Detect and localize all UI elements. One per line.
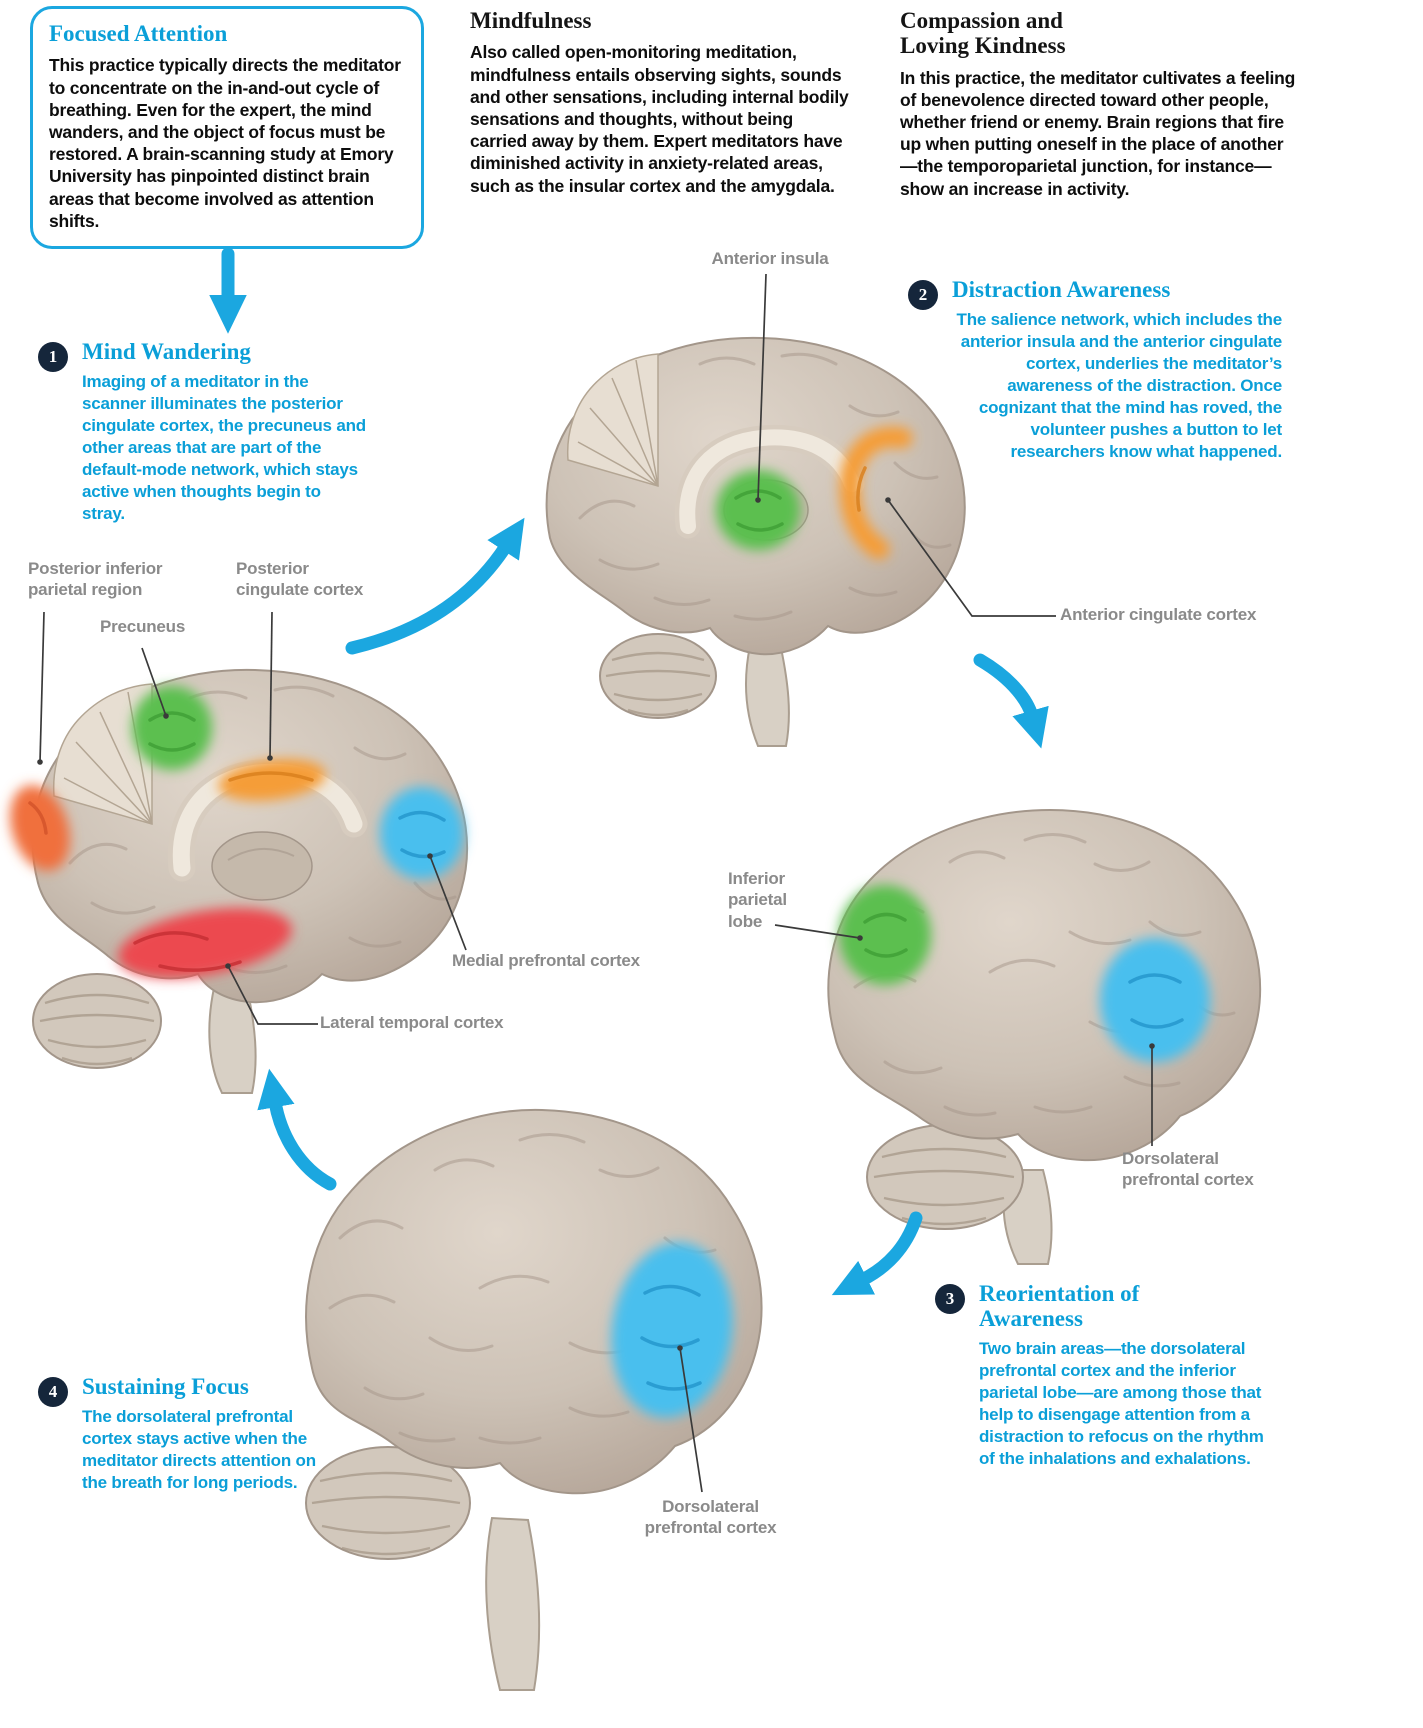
step-3-number-badge: 3 xyxy=(935,1284,965,1314)
region-dorsolateral-prefrontal-cortex xyxy=(1100,938,1210,1062)
cerebellum xyxy=(866,1124,1024,1230)
cerebellum xyxy=(305,1446,471,1560)
step-1-title: Mind Wandering xyxy=(82,339,251,364)
label-precuneus: Precuneus xyxy=(100,617,186,636)
step-4-body: The dorsolateral prefrontal cortex stays… xyxy=(82,1406,316,1493)
step-2-number-badge: 2 xyxy=(908,280,938,310)
mindfulness-title: Mindfulness xyxy=(470,8,592,33)
step-1-mind-wandering: 1 Mind Wandering Imaging of a meditator … xyxy=(38,339,368,525)
region-medial-prefrontal-cortex xyxy=(380,787,464,879)
label-anterior-insula: Anterior insula xyxy=(711,249,829,268)
label-posterior-inferior-parietal: Posterior inferior parietal region xyxy=(28,559,163,600)
step-1-body: Imaging of a meditator in the scanner il… xyxy=(82,371,366,524)
region-precuneus xyxy=(132,686,212,770)
step-4-title: Sustaining Focus xyxy=(82,1374,249,1399)
region-inferior-parietal-lobe xyxy=(839,885,931,985)
label-dorsolateral-prefrontal-cortex-4: Dorsolateral prefrontal cortex xyxy=(644,1497,777,1538)
thalamus xyxy=(211,831,313,901)
focused-attention-callout: Focused Attention This practice typicall… xyxy=(30,6,424,250)
mindfulness-block: Mindfulness Also called open-monitoring … xyxy=(470,8,852,197)
focused-attention-title: Focused Attention xyxy=(49,21,228,46)
corona-radiata-cut xyxy=(566,353,659,487)
brain-reorientation-illustration xyxy=(790,772,1290,1267)
step-4-sustaining-focus: 4 Sustaining Focus The dorsolateral pref… xyxy=(38,1374,338,1494)
brain-sustaining-focus-illustration xyxy=(270,1078,790,1703)
label-posterior-cingulate-cortex: Posterior cingulate cortex xyxy=(236,559,364,600)
region-anterior-insula xyxy=(716,470,800,550)
compassion-block: Compassion and Loving Kindness In this p… xyxy=(900,8,1298,200)
label-anterior-cingulate-cortex: Anterior cingulate cortex xyxy=(1060,605,1257,624)
step-1-number-badge: 1 xyxy=(38,342,68,372)
label-inferior-parietal-lobe: Inferior parietal lobe xyxy=(728,869,787,931)
region-posterior-cingulate-cortex xyxy=(218,759,326,801)
region-posterior-inferior-parietal xyxy=(10,785,70,871)
compassion-body: In this practice, the meditator cultivat… xyxy=(900,67,1296,199)
brainstem xyxy=(208,987,257,1094)
corona-radiata-cut xyxy=(52,683,153,825)
cerebellum xyxy=(599,633,717,719)
region-lateral-temporal-cortex xyxy=(118,907,292,979)
label-lateral-temporal-cortex: Lateral temporal cortex xyxy=(320,1013,504,1032)
step-4-number-badge: 4 xyxy=(38,1377,68,1407)
step-3-title: Reorientation of Awareness xyxy=(979,1281,1140,1331)
step-2-distraction-awareness: 2 Distraction Awareness The salience net… xyxy=(908,277,1283,463)
label-medial-prefrontal-cortex: Medial prefrontal cortex xyxy=(452,951,640,970)
step-3-reorientation: 3 Reorientation of Awareness Two brain a… xyxy=(935,1281,1283,1470)
step-2-title: Distraction Awareness xyxy=(952,277,1171,302)
brainstem xyxy=(745,644,790,747)
step-3-body: Two brain areas—the dorsolateral prefron… xyxy=(979,1338,1264,1469)
cerebellum xyxy=(32,973,162,1069)
label-dorsolateral-prefrontal-cortex-3: Dorsolateral prefrontal cortex xyxy=(1122,1149,1254,1190)
brainstem xyxy=(485,1516,541,1691)
focused-attention-body: This practice typically directs the medi… xyxy=(49,55,401,231)
compassion-title: Compassion and Loving Kindness xyxy=(900,8,1066,59)
mindfulness-body: Also called open-monitoring meditation, … xyxy=(470,42,849,196)
step-2-body: The salience network, which includes the… xyxy=(956,309,1283,462)
region-anterior-cingulate-cortex xyxy=(839,426,913,560)
brain-mind-wandering-illustration xyxy=(0,628,500,1113)
